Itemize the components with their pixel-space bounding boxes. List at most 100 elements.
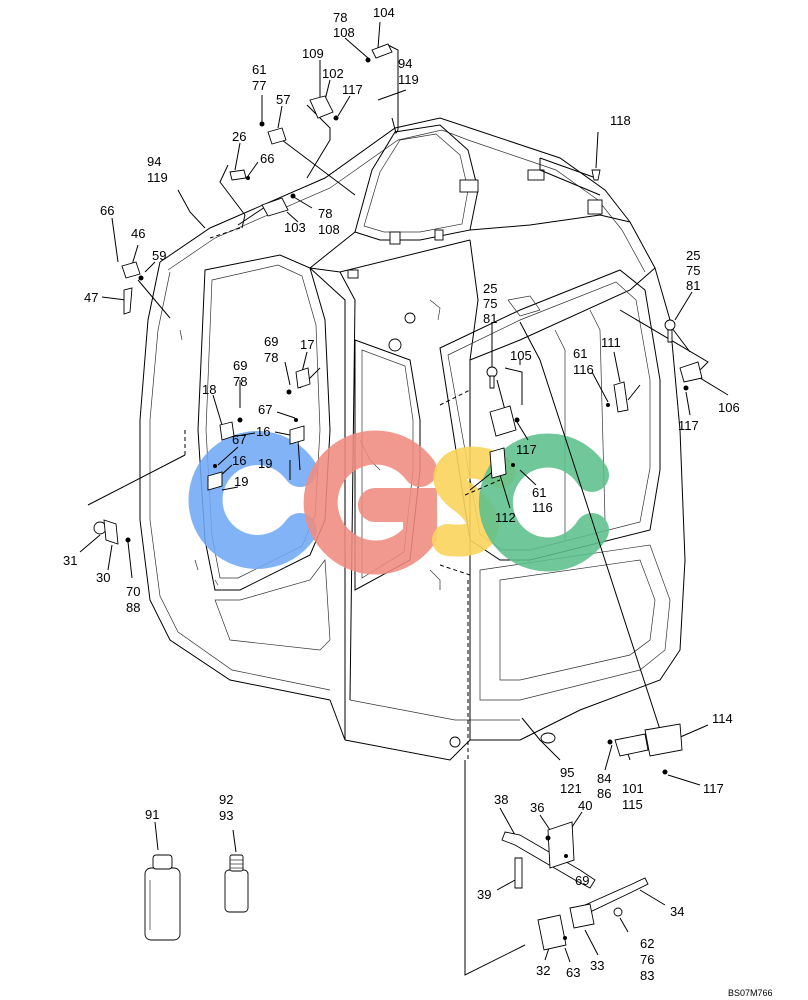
- label-86: 86: [597, 786, 611, 801]
- watermark-letter-c2: [478, 433, 609, 572]
- label-66: 66: [260, 151, 274, 166]
- label-109: 109: [302, 46, 324, 61]
- label-118: 118: [610, 113, 631, 128]
- label-39: 39: [477, 887, 491, 902]
- label-66-left: 66: [100, 203, 114, 218]
- part-25-right: [664, 319, 676, 331]
- label-34: 34: [670, 904, 684, 919]
- label-116-center: 116: [532, 500, 553, 515]
- watermark-letter-g: [303, 430, 437, 575]
- label-67-b: 67: [232, 432, 246, 447]
- label-32: 32: [536, 963, 550, 978]
- label-95: 95: [560, 765, 574, 780]
- label-94-left: 94: [147, 154, 161, 169]
- parts: [93, 43, 703, 951]
- part-105: [489, 405, 517, 437]
- label-108: 108: [333, 25, 355, 40]
- label-16-b: 16: [232, 453, 246, 468]
- label-19-a: 19: [258, 456, 272, 471]
- part-17: [295, 367, 311, 389]
- part-118: [591, 169, 601, 181]
- label-88: 88: [126, 600, 140, 615]
- label-25-right: 25: [686, 248, 700, 263]
- label-117-right: 117: [678, 418, 699, 433]
- label-93: 93: [219, 808, 233, 823]
- part-103: [261, 197, 289, 217]
- part-114: [644, 723, 683, 757]
- label-103: 103: [284, 220, 306, 235]
- label-101: 101: [622, 781, 644, 796]
- label-76: 76: [640, 952, 654, 967]
- label-26: 26: [232, 129, 246, 144]
- part-26: [229, 169, 247, 181]
- watermark-letter-c1: [188, 431, 317, 569]
- label-75-center: 75: [483, 296, 497, 311]
- label-102: 102: [322, 66, 344, 81]
- label-114: 114: [712, 711, 733, 726]
- part-46: [121, 261, 141, 279]
- label-19-b: 19: [234, 474, 248, 489]
- label-69-b: 69: [233, 358, 247, 373]
- part-30: [103, 519, 119, 545]
- label-112: 112: [495, 510, 516, 525]
- label-33: 33: [590, 958, 604, 973]
- label-38: 38: [494, 792, 508, 807]
- label-83: 83: [640, 968, 654, 983]
- part-112: [489, 447, 507, 479]
- part-33: [569, 903, 595, 929]
- label-115: 115: [622, 797, 643, 812]
- part-40: [547, 821, 575, 869]
- bottle-91: [144, 854, 181, 941]
- label-117: 117: [342, 82, 363, 97]
- label-46: 46: [131, 226, 145, 241]
- watermark-letter-s: [432, 446, 516, 557]
- label-119-left: 119: [147, 170, 168, 185]
- drawing-code: BS07M766: [728, 988, 773, 998]
- label-31: 31: [63, 553, 77, 568]
- part-34: [584, 877, 649, 913]
- part-labels: 104 78 108 94 119 109 102 117 61 77 57 1…: [63, 5, 773, 998]
- label-40: 40: [578, 798, 592, 813]
- label-78-a: 78: [264, 350, 278, 365]
- label-81-center: 81: [483, 311, 497, 326]
- label-67-a: 67: [258, 402, 272, 417]
- part-18: [219, 421, 235, 441]
- label-69-c: 69: [575, 873, 589, 888]
- label-17: 17: [300, 337, 314, 352]
- part-32: [537, 914, 567, 951]
- part-109: [309, 95, 334, 119]
- label-47: 47: [84, 290, 98, 305]
- label-69-a: 69: [264, 334, 278, 349]
- leader-lines: [79, 21, 729, 976]
- label-18: 18: [202, 382, 216, 397]
- label-78-b: 78: [233, 374, 247, 389]
- part-106: [679, 361, 703, 383]
- part-57: [267, 127, 287, 145]
- label-81-right: 81: [686, 278, 700, 293]
- label-77: 77: [252, 78, 266, 93]
- label-121: 121: [560, 781, 582, 796]
- label-16-a: 16: [256, 424, 270, 439]
- label-108-mid: 108: [318, 222, 340, 237]
- label-78: 78: [333, 10, 347, 25]
- label-63: 63: [566, 965, 580, 980]
- label-61: 61: [252, 62, 266, 77]
- label-62: 62: [640, 936, 654, 951]
- part-47: [123, 287, 133, 315]
- label-75-right: 75: [686, 263, 700, 278]
- label-104: 104: [373, 5, 395, 20]
- label-92: 92: [219, 792, 233, 807]
- label-36: 36: [530, 800, 544, 815]
- label-61-right: 61: [573, 346, 587, 361]
- part-25-center: [486, 366, 498, 378]
- label-59: 59: [152, 248, 166, 263]
- watermark: [188, 430, 609, 575]
- label-117-center: 117: [516, 442, 537, 457]
- label-111: 111: [601, 335, 621, 350]
- label-94: 94: [398, 56, 412, 71]
- part-104: [371, 43, 393, 59]
- label-61-center: 61: [532, 485, 546, 500]
- bottle-92-93: [224, 854, 249, 913]
- part-101: [614, 733, 649, 757]
